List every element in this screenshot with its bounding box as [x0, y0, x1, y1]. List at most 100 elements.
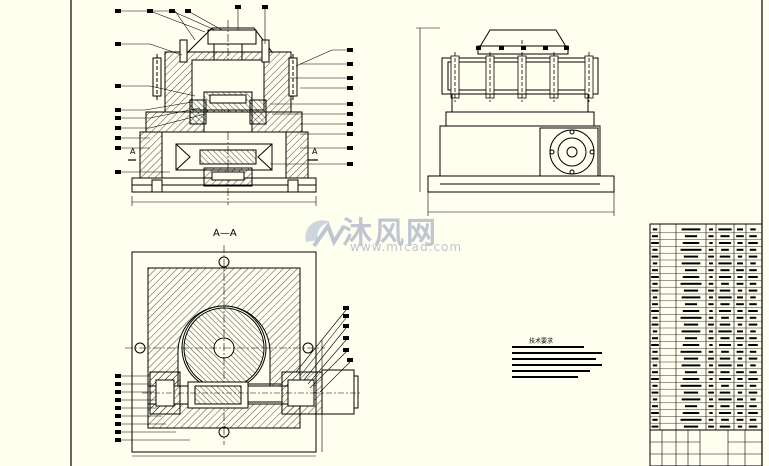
parts-cell-mark [652, 337, 658, 340]
parts-cell-mark [708, 303, 714, 306]
parts-cell-mark [652, 262, 658, 265]
parts-cell-mark [681, 364, 701, 367]
parts-cell-mark [708, 316, 714, 319]
parts-cell-mark [652, 371, 658, 374]
parts-cell-mark [709, 378, 713, 380]
section-aa-view [125, 245, 360, 457]
parts-cell-mark [709, 242, 713, 244]
parts-cell-mark [749, 405, 757, 408]
front-section-view [128, 20, 318, 206]
parts-cell-mark [651, 357, 659, 360]
parts-cell-mark [749, 282, 757, 285]
parts-cell-mark [708, 269, 714, 272]
parts-cell-mark [749, 384, 757, 387]
parts-cell-mark [748, 276, 758, 278]
parts-cell-mark [737, 412, 743, 414]
parts-cell-mark [708, 255, 714, 258]
parts-cell-mark [720, 303, 730, 306]
tech-requirements-lines [512, 346, 602, 378]
parts-cell-mark [736, 303, 744, 306]
parts-cell-mark [709, 262, 713, 265]
parts-cell-mark [720, 405, 730, 408]
parts-cell-mark [737, 425, 743, 428]
parts-cell-mark [709, 310, 713, 312]
parts-cell-mark [750, 228, 756, 231]
parts-cell-mark [748, 425, 758, 428]
parts-cell-mark [719, 289, 731, 292]
parts-cell-mark [749, 269, 757, 272]
parts-cell-mark [708, 350, 714, 353]
parts-cell-mark [680, 418, 702, 421]
parts-cell-mark [737, 357, 743, 360]
parts-cell-mark [684, 337, 698, 340]
parts-cell-mark [737, 242, 743, 244]
parts-cell-mark [681, 330, 701, 333]
parts-cell-mark [718, 228, 732, 231]
section-aa-label: A—A [213, 228, 237, 239]
parts-list-rows [650, 232, 762, 424]
parts-cell-mark [736, 282, 744, 285]
parts-cell-mark [719, 412, 731, 414]
parts-cell-mark [709, 296, 713, 299]
parts-cell-mark [682, 242, 700, 244]
parts-cell-mark [684, 371, 698, 374]
parts-cell-mark [719, 310, 731, 312]
parts-cell-mark [709, 344, 713, 346]
parts-cell-mark [684, 405, 698, 408]
parts-cell-mark [682, 276, 700, 278]
parts-cell-mark [748, 310, 758, 312]
parts-cell-mark [719, 276, 731, 278]
parts-cell-mark [682, 310, 700, 312]
parts-cell-mark [749, 418, 757, 421]
parts-cell-mark [721, 316, 729, 319]
parts-cell-mark [749, 235, 757, 238]
parts-cell-mark [708, 248, 714, 251]
parts-cell-mark [750, 398, 756, 401]
parts-cell-mark [652, 418, 658, 421]
parts-cell-mark [651, 323, 659, 326]
parts-cell-mark [721, 282, 729, 285]
parts-cell-mark [737, 289, 743, 292]
parts-cell-mark [680, 384, 702, 387]
parts-cell-mark [721, 350, 729, 353]
parts-cell-mark [683, 425, 699, 428]
parts-cell-mark [750, 262, 756, 265]
parts-cell-mark [736, 418, 744, 421]
parts-cell-mark [748, 412, 758, 414]
front-view-leaders [118, 7, 350, 173]
parts-cell-mark [737, 398, 743, 401]
parts-cell-mark [652, 248, 658, 251]
parts-cell-mark [719, 255, 731, 258]
side-view-balloons [476, 46, 569, 50]
parts-cell-mark [682, 412, 700, 414]
parts-cell-mark [736, 269, 744, 272]
parts-cell-mark [737, 255, 743, 258]
parts-cell-mark [652, 296, 658, 299]
parts-cell-mark [708, 289, 714, 292]
parts-cell-mark [680, 282, 702, 285]
parts-cell-mark [721, 384, 729, 387]
parts-cell-mark [651, 425, 659, 428]
front-view-balloons [115, 5, 353, 174]
parts-cell-mark [737, 364, 743, 367]
parts-cell-mark [651, 378, 659, 380]
parts-cell-mark [737, 378, 743, 380]
parts-cell-mark [651, 276, 659, 278]
parts-cell-mark [749, 316, 757, 319]
parts-cell-mark [708, 384, 714, 387]
parts-cell-mark [651, 242, 659, 244]
tech-requirements-title: 技术要求 [529, 338, 554, 345]
parts-cell-mark [736, 316, 744, 319]
section-aa-leaders [118, 309, 351, 441]
parts-cell-mark [720, 337, 730, 340]
parts-cell-mark [737, 262, 743, 265]
parts-cell-mark [683, 289, 699, 292]
parts-cell-mark [748, 357, 758, 360]
parts-cell-mark [684, 235, 698, 238]
parts-cell-mark [749, 248, 757, 251]
parts-cell-mark [652, 228, 658, 231]
parts-cell-mark [719, 391, 731, 394]
parts-cell-mark [719, 425, 731, 428]
parts-cell-mark [651, 289, 659, 292]
